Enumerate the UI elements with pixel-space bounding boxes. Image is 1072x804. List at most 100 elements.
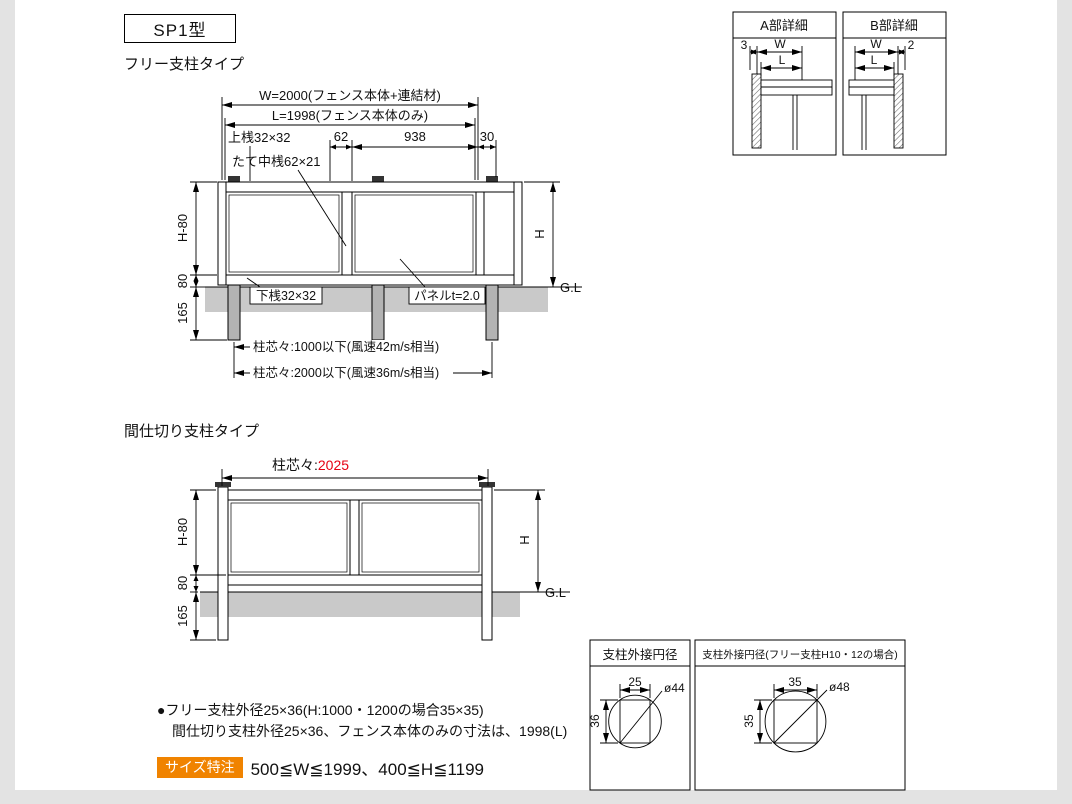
detail-b-texts: W 2 L (870, 37, 914, 67)
dim-h-label: H (532, 229, 547, 238)
partition-span-dim-value: 2025 (318, 457, 349, 473)
detail-b-drawing (848, 46, 906, 150)
mullion-label: たて中桟62×21 (232, 154, 321, 169)
note-free-post-spec: ●フリー支柱外径25×36(H:1000・1200の場合35×35) (157, 702, 484, 718)
post (371, 284, 385, 341)
span1-label-plate (250, 340, 453, 354)
detail-b-dim-2: 2 (908, 38, 915, 52)
detail-a-drawing (749, 46, 833, 150)
circle2-dim-dia: ø48 (829, 680, 850, 694)
section-title-free-post: フリー支柱タイプ (124, 56, 245, 73)
circle-detail-1-title: 支柱外接円径 (602, 647, 677, 662)
circle-detail-2-drawing (754, 684, 828, 753)
fence-panel (358, 499, 483, 576)
fence-panel (225, 191, 343, 276)
custom-size-badge: サイズ特注 (157, 756, 243, 779)
circle1-dim-side: 36 (588, 714, 602, 728)
dim-h80-label: H-80 (175, 214, 190, 242)
post (485, 284, 499, 341)
fence-panel (227, 499, 351, 576)
circle-detail-1-texts: 25 ø44 36 (588, 675, 685, 728)
partition-span-dim: 柱芯々:2025 (272, 457, 349, 473)
fence-right-stile (513, 181, 523, 286)
diameter-diagonal (619, 690, 663, 744)
circle-detail-1-drawing (600, 684, 663, 749)
ground-band (200, 592, 520, 617)
circle-detail-2-texts: 35 ø48 35 (742, 675, 850, 728)
diameter-diagonal (773, 689, 828, 744)
circle-detail-2-box (694, 639, 906, 791)
panel-label: パネルt=2.0 (414, 289, 480, 303)
dim-165-label: 165 (175, 605, 190, 627)
dim-165-label: 165 (175, 302, 190, 324)
post-cap (486, 176, 498, 182)
post-cap (479, 482, 495, 487)
fence-panel-inner (361, 502, 480, 573)
circle2-dim-side: 35 (742, 714, 756, 728)
post (481, 486, 493, 641)
note-partition-spec: 間仕切り支柱外径25×36、フェンス本体のみの寸法は、1998(L) (172, 723, 568, 739)
model-label: SP1型 (153, 21, 207, 40)
partition-post-dimension-texts: 柱芯々:2025 H-80 80 165 H G.L (175, 457, 566, 627)
dim-w-label: W=2000(フェンス本体+連結材) (259, 88, 441, 103)
dim-938-label: 938 (404, 129, 426, 144)
detail-a-texts: 3 W L (741, 37, 787, 67)
fence-top-rail (227, 489, 483, 501)
span2-label: 柱芯々:2000以下(風速36m/s相当) (253, 365, 439, 380)
fence-panel-inner (228, 194, 340, 273)
fence-top-rail (217, 181, 523, 193)
free-post-drawing (205, 176, 582, 341)
fence-bottom-rail (227, 574, 483, 586)
fence-left-stile (217, 181, 227, 286)
section-title-partition-post: 間仕切り支柱タイプ (124, 423, 260, 440)
free-post-dimension-texts: W=2000(フェンス本体+連結材) L=1998(フェンス本体のみ) 上桟32… (175, 88, 581, 380)
custom-size-row: サイズ特注 500≦W≦1999、400≦H≦1199 (157, 755, 484, 780)
detail-rail-section (848, 79, 895, 96)
bottom-rail-label: 下桟32×32 (256, 289, 316, 303)
detail-a-dim-l: L (779, 53, 786, 67)
panel-label-box (408, 286, 486, 305)
fence-panel-inner (230, 502, 348, 573)
detail-b-dim-w: W (870, 37, 882, 51)
post-section-square (619, 699, 651, 744)
span1-label: 柱芯々:1000以下(風速42m/s相当) (253, 339, 439, 354)
bottom-rail-label-box (249, 286, 323, 305)
page-margin-right (1057, 0, 1072, 804)
dim-62-label: 62 (334, 129, 348, 144)
page-margin-left (0, 0, 15, 804)
detail-b-dim-l: L (871, 53, 878, 67)
circle-detail-2-title: 支柱外接円径(フリー支柱H10・12の場合) (702, 648, 897, 661)
partition-span-dim-label: 柱芯々: (272, 457, 318, 473)
fence-bottom-rail (217, 274, 523, 286)
dim-80-label: 80 (175, 274, 190, 288)
post (227, 284, 241, 341)
gl-label: G.L (545, 585, 566, 600)
page-margin-bottom (0, 790, 1072, 804)
dim-h-label: H (517, 535, 532, 544)
circle2-dim-top: 35 (788, 675, 802, 689)
fence-mullion (349, 499, 360, 576)
post-cap (215, 482, 231, 487)
dim-h80-label: H-80 (175, 518, 190, 546)
post-cap (228, 176, 240, 182)
fence-panel (351, 191, 477, 276)
detail-post-section (893, 73, 904, 149)
fence-panel (483, 191, 515, 276)
detail-rail-section (760, 79, 833, 96)
partition-post-dimension-lines (190, 469, 545, 641)
detail-a-title: A部詳細 (760, 18, 808, 33)
model-label-box: SP1型 (124, 14, 236, 43)
span2-label-plate (250, 366, 453, 380)
detail-a-dim-w: W (774, 37, 786, 51)
detail-a-dim-3: 3 (741, 38, 748, 52)
post-cap (372, 176, 384, 182)
fence-panel-inner (354, 194, 474, 273)
detail-b-title: B部詳細 (870, 18, 918, 33)
circle-detail-1-box (589, 639, 691, 791)
dim-l-label: L=1998(フェンス本体のみ) (272, 108, 428, 123)
top-rail-label: 上桟32×32 (228, 130, 291, 145)
detail-post-section (751, 73, 762, 149)
custom-size-range: 500≦W≦1999、400≦H≦1199 (250, 760, 484, 779)
post-section-square (773, 699, 818, 744)
